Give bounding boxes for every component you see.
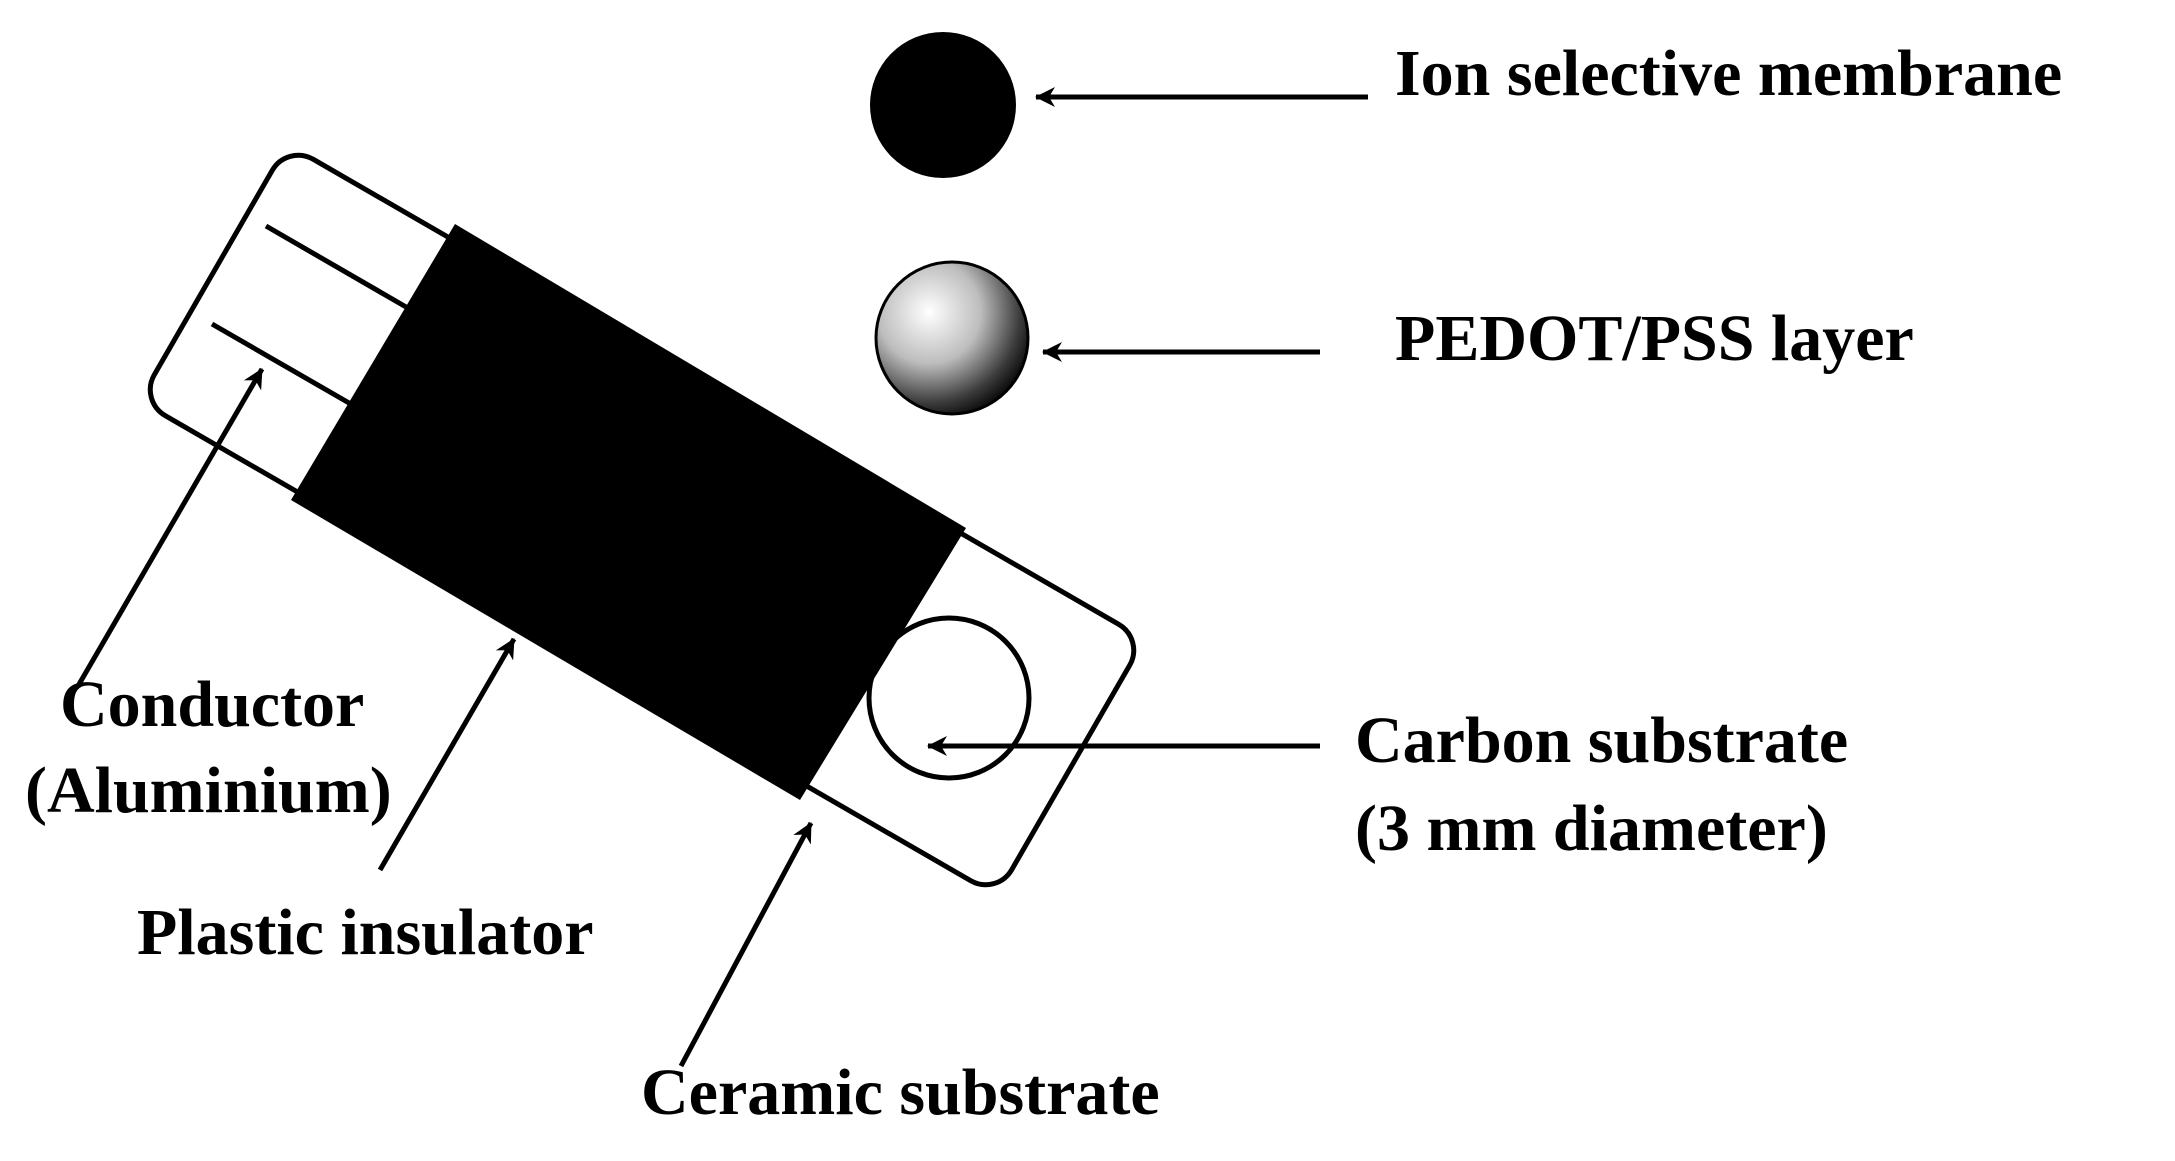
label-carbon-substrate: Carbon substrate bbox=[1355, 704, 1848, 777]
label-pedot-pss-layer: PEDOT/PSS layer bbox=[1395, 302, 1914, 375]
ion-selective-membrane-disk bbox=[870, 32, 1016, 178]
arrow-plastic-insulator bbox=[377, 637, 517, 872]
label-carbon-substrate-diameter: (3 mm diameter) bbox=[1355, 792, 1828, 865]
carbon-substrate-circle bbox=[866, 615, 1032, 781]
label-ion-selective-membrane: Ion selective membrane bbox=[1395, 37, 2062, 110]
arrow-conductor bbox=[75, 367, 265, 688]
label-ceramic-substrate: Ceramic substrate bbox=[641, 1056, 1160, 1129]
label-plastic-insulator: Plastic insulator bbox=[137, 896, 594, 969]
conductor-strip-line-top bbox=[264, 223, 415, 314]
arrow-ceramic-substrate bbox=[678, 821, 814, 1068]
conductor-strip-line-bottom bbox=[210, 321, 358, 410]
pedot-pss-sphere bbox=[874, 260, 1030, 416]
label-conductor: Conductor bbox=[60, 668, 364, 741]
label-conductor-material: (Aluminium) bbox=[25, 754, 392, 827]
plastic-insulator-block bbox=[291, 224, 966, 800]
